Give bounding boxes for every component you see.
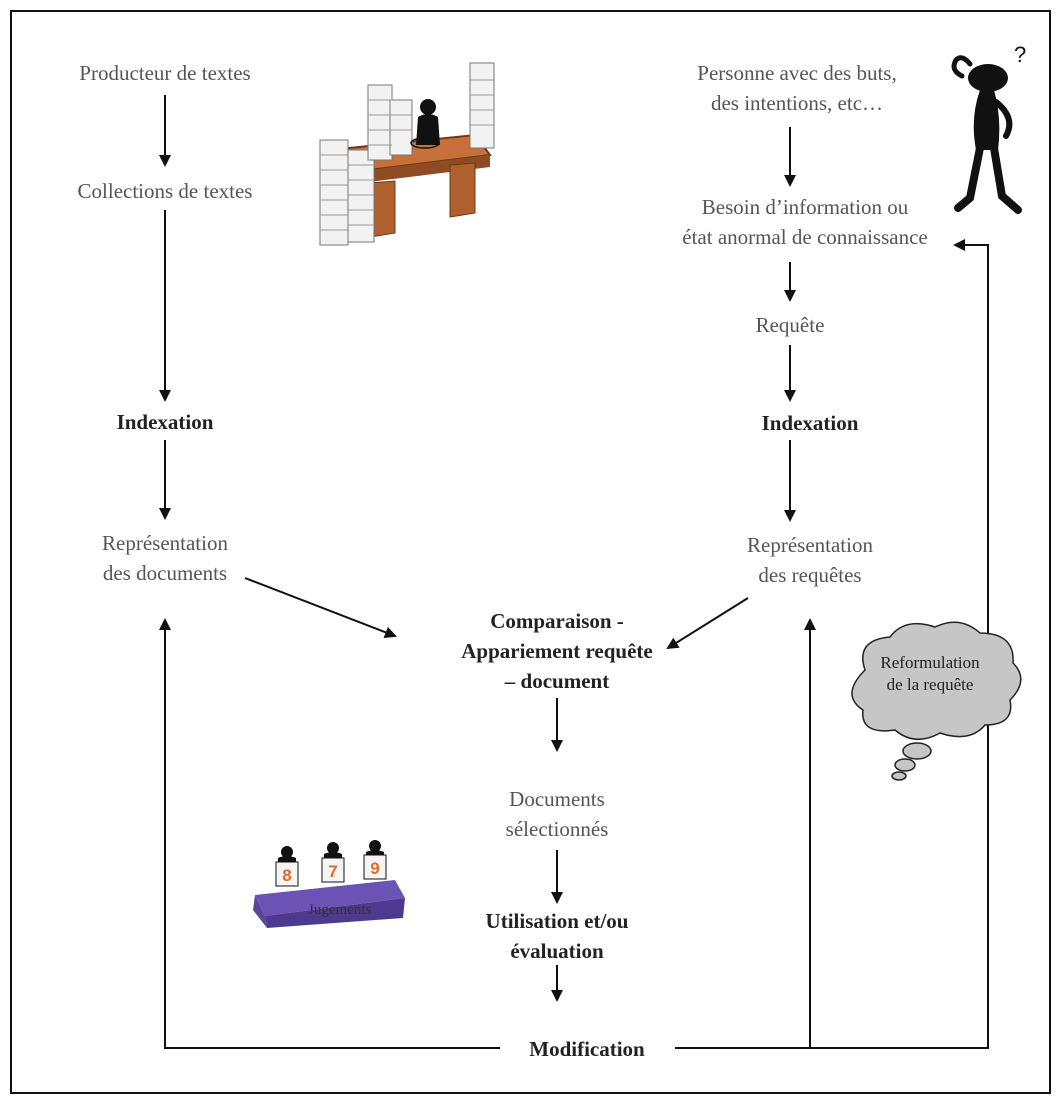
usage-line-1: Utilisation et/ou — [485, 909, 629, 933]
comparison-line-1: Comparaison - — [490, 609, 624, 633]
doc-representation-line-1: Représentation — [102, 531, 228, 555]
query-representation-label: Représentation des requêtes — [747, 530, 873, 590]
score-card-2: 7 — [328, 862, 337, 881]
left-indexation-label: Indexation — [116, 410, 214, 434]
doc-representation-line-2: des documents — [102, 561, 228, 585]
selected-documents-label: Documents sélectionnés — [506, 784, 609, 844]
question-mark-icon: ? — [1014, 42, 1026, 67]
comparison-label: Comparaison - Appariement requête – docu… — [461, 606, 653, 696]
comparison-line-2: Appariement requête — [461, 639, 653, 663]
selected-line-2: sélectionnés — [505, 817, 609, 841]
arrow-query-representation-to-comparison — [666, 597, 749, 650]
collections-label: Collections de textes — [77, 179, 253, 203]
score-card-3: 9 — [370, 859, 379, 878]
query-label: Requête — [755, 313, 825, 337]
comparison-line-3: – document — [504, 669, 610, 693]
cloud-line-1: Reformulation — [880, 653, 980, 672]
need-line-2: état anormal de connaissance — [682, 225, 928, 249]
need-line-1: Besoin d’information ou — [701, 195, 909, 219]
usage-evaluation-label: Utilisation et/ou évaluation — [486, 906, 629, 966]
feedback-to-doc-representation — [159, 618, 500, 1049]
query-representation-line-2: des requêtes — [758, 563, 862, 587]
right-indexation-label: Indexation — [761, 411, 859, 435]
usage-line-2: évaluation — [510, 939, 604, 963]
modification-label: Modification — [529, 1037, 645, 1061]
selected-line-1: Documents — [509, 787, 605, 811]
thinking-person-illustration: ? — [951, 42, 1026, 214]
cloud-label: Reformulation de la requête — [870, 652, 990, 696]
desk-papers-illustration — [319, 62, 495, 246]
producer-label: Producteur de textes — [79, 61, 251, 85]
person-line-2: des intentions, etc… — [710, 91, 884, 115]
reformulation-cloud — [851, 621, 1022, 781]
query-representation-line-1: Représentation — [747, 533, 873, 557]
score-card-1: 8 — [282, 866, 291, 885]
doc-representation-label: Représentation des documents — [102, 528, 228, 588]
cloud-line-2: de la requête — [886, 675, 974, 694]
arrow-doc-representation-to-comparison — [244, 577, 397, 638]
judges-table-illustration: 8 7 9 — [253, 840, 405, 928]
need-label: Besoin d’information ou état anormal de … — [682, 192, 927, 252]
person-label: Personne avec des buts, des intentions, … — [697, 58, 896, 118]
diagram-frame — [10, 10, 1051, 1094]
judges-caption: Jugements — [308, 902, 372, 918]
person-line-1: Personne avec des buts, — [697, 61, 897, 85]
